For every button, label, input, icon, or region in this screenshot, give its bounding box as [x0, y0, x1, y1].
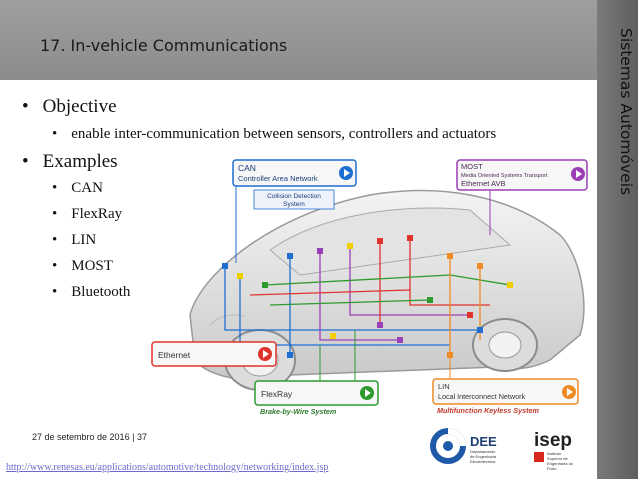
flexray-label: FlexRay	[261, 389, 293, 399]
example-item: •LIN	[52, 232, 97, 248]
bullet-objective-text: • enable inter-communication between sens…	[52, 126, 496, 143]
objective-text: enable inter-communication between senso…	[71, 126, 497, 142]
network-wiring	[224, 237, 511, 355]
side-band	[597, 0, 638, 479]
example-item: •CAN	[52, 180, 103, 196]
flexray-label-box: FlexRay Brake-by-Wire System	[254, 380, 379, 416]
most-subtitle: Media Oriented Systems Transport	[461, 173, 548, 179]
brake-by-wire-label: Brake-by-Wire System	[260, 407, 337, 416]
svg-text:Engenharia do: Engenharia do	[547, 461, 574, 466]
can-title: CAN	[238, 163, 256, 173]
institution-logos: DEE Departamento de Engenharia Electroté…	[430, 428, 574, 471]
lin-label-box: LIN Local Interconnect Network Multifunc…	[432, 378, 579, 415]
example-item: •Bluetooth	[52, 284, 131, 300]
svg-text:Superior de: Superior de	[547, 456, 568, 461]
dee-logo: DEE Departamento de Engenharia Electroté…	[430, 428, 497, 464]
svg-text:Departamento: Departamento	[470, 449, 496, 454]
bullet-examples: • Examples	[22, 151, 118, 173]
network-nodes	[210, 235, 513, 358]
header-band	[0, 0, 597, 80]
vehicle-network-diagram: CAN Controller Area Network Collision De…	[151, 159, 588, 416]
example-item: •MOST	[52, 258, 113, 274]
bullet-dot-icon: •	[52, 284, 58, 300]
svg-text:de Engenharia: de Engenharia	[470, 454, 497, 459]
example-item: •FlexRay	[52, 206, 123, 222]
most-label-box: MOST Media Oriented Systems Transport Et…	[456, 159, 588, 191]
most-sub2: Ethernet AVB	[461, 179, 505, 188]
collision-line1: Collision Detection	[267, 193, 321, 200]
bullet-objective: • Objective	[22, 96, 117, 118]
collision-label: Collision Detection System	[253, 189, 335, 210]
bullet-dot-icon: •	[52, 206, 58, 222]
collision-line2: System	[283, 201, 305, 208]
most-title: MOST	[461, 162, 483, 171]
svg-text:Electrotécnica: Electrotécnica	[470, 459, 496, 464]
bullet-dot-icon: •	[22, 96, 29, 117]
ethernet-label: Ethernet	[158, 350, 191, 360]
can-subtitle: Controller Area Network	[238, 174, 318, 183]
footer-date: 27 de setembro de 2016 | 37	[32, 432, 147, 442]
lin-title: LIN	[438, 382, 450, 391]
svg-text:DEE: DEE	[470, 434, 497, 449]
bullet-dot-icon: •	[52, 258, 58, 274]
isep-logo: isep Instituto Superior de Engenharia do…	[534, 430, 574, 471]
svg-text:isep: isep	[534, 430, 572, 451]
examples-label: Examples	[42, 151, 118, 172]
objective-label: Objective	[42, 96, 117, 117]
bullet-dot-icon: •	[52, 126, 58, 142]
bullet-dot-icon: •	[52, 180, 58, 196]
slide-title: 17. In-vehicle Communications	[40, 36, 288, 55]
svg-text:Instituto: Instituto	[547, 451, 562, 456]
bullet-dot-icon: •	[52, 232, 58, 248]
ethernet-label-box: Ethernet	[151, 341, 277, 367]
can-label-box: CAN Controller Area Network	[232, 159, 357, 187]
source-link[interactable]: http://www.renesas.eu/applications/autom…	[6, 462, 329, 473]
bullet-dot-icon: •	[22, 151, 29, 172]
course-title: Sistemas Automóveis	[617, 28, 635, 196]
lin-subtitle: Local Interconnect Network	[438, 392, 525, 401]
svg-text:Porto: Porto	[547, 466, 557, 471]
keyless-label: Multifunction Keyless System	[437, 406, 539, 415]
